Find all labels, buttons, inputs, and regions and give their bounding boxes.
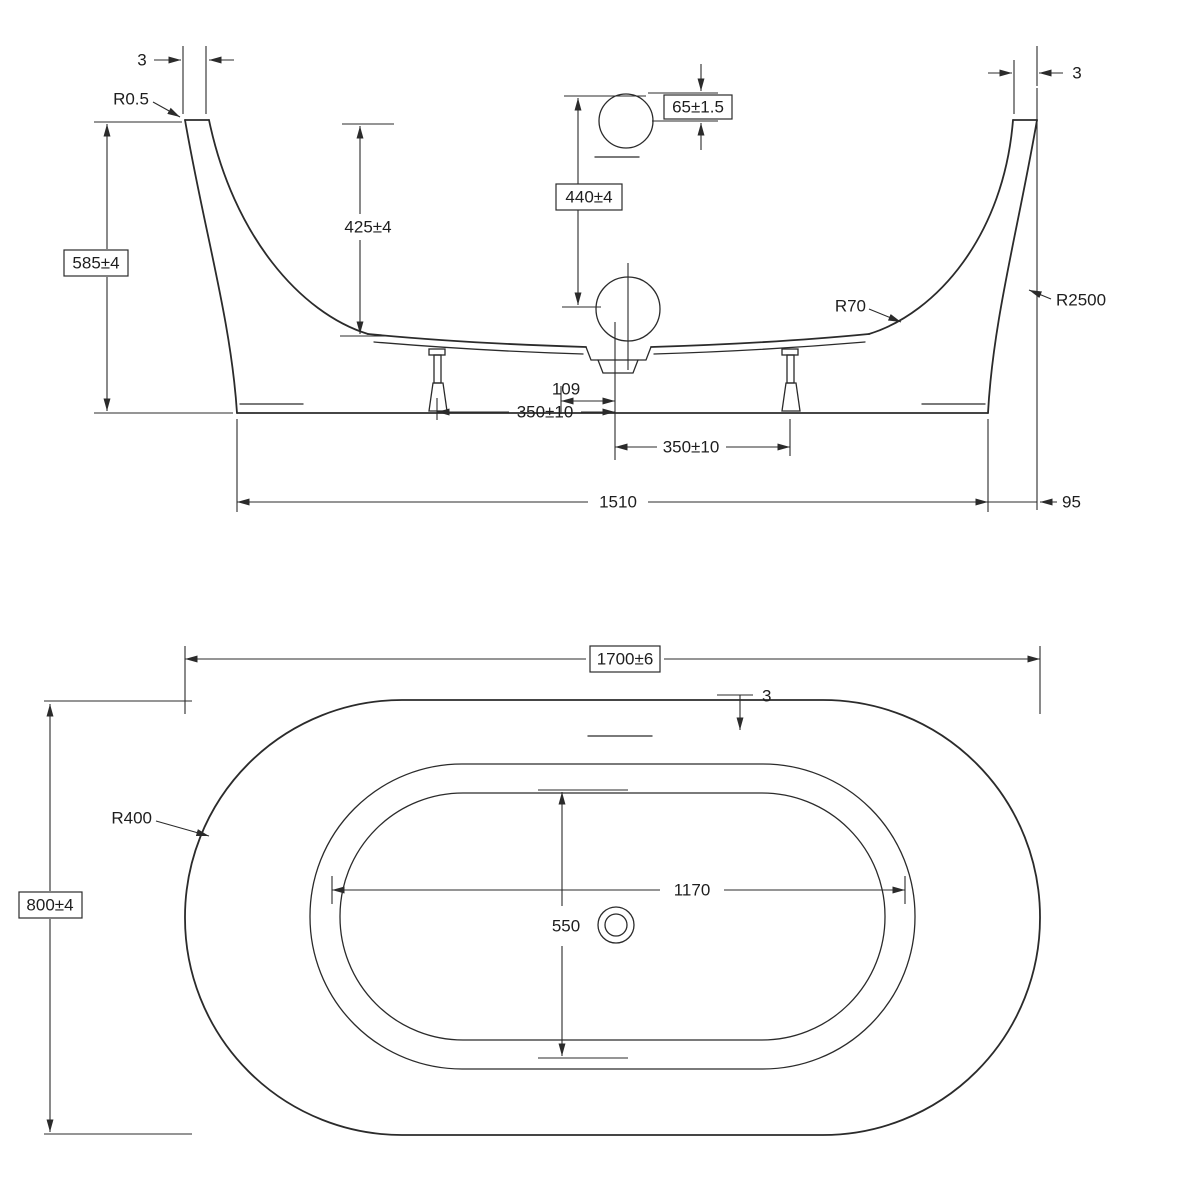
dim-rim-thickness-left: 3 <box>137 46 234 114</box>
outer-wall-right <box>987 119 1038 414</box>
dim-rim-lip: 3 <box>717 687 771 730</box>
leg-foot <box>781 382 801 412</box>
dim-rim-thickness-right-label: 3 <box>1072 64 1081 83</box>
dim-basin-length-label: 1170 <box>674 881 711 900</box>
front-elevation: 3 R0.5 585±4 425±4 <box>63 46 1106 512</box>
dim-overall-width-label: 800±4 <box>26 896 73 915</box>
inner-wall-left <box>208 119 369 335</box>
drain-outer-circle <box>597 906 635 944</box>
leg-bracket <box>428 348 446 356</box>
drain-recess <box>585 346 652 361</box>
dim-leg-span-right: 350±10 <box>615 419 791 457</box>
dim-overall-length-label: 1700±6 <box>597 650 654 669</box>
dim-overall-width: 800±4 <box>18 700 192 1135</box>
dim-basin-length: 1170 <box>331 876 906 904</box>
dim-corner-radius-label: R400 <box>111 809 152 828</box>
basin-rim-outline <box>309 763 916 1070</box>
dim-drain-offset-label: 109 <box>552 380 580 399</box>
faucet-hole-circle <box>598 93 654 149</box>
leg-stem <box>433 354 442 384</box>
dim-rim-to-overflow: 440±4 <box>555 95 646 308</box>
floor-thickness-right <box>653 341 866 355</box>
dim-rim-radius-label: R0.5 <box>113 90 149 109</box>
dim-floor-radius: R70 <box>835 297 902 323</box>
dim-basin-width: 550 <box>538 789 628 1059</box>
dim-rim-thickness-left-label: 3 <box>137 51 146 70</box>
dim-rim-to-floor-label: 425±4 <box>344 218 391 237</box>
outer-wall-left <box>184 119 238 414</box>
floor-left <box>367 333 587 348</box>
dim-rim-radius: R0.5 <box>113 90 181 118</box>
tub-outline <box>184 119 1038 414</box>
dim-overall-height-label: 585±4 <box>72 254 119 273</box>
dim-base-length-label: 1510 <box>599 493 637 512</box>
leg-bracket <box>781 348 799 356</box>
dim-leg-span-right-label: 350±10 <box>663 438 720 457</box>
dim-rim-to-floor: 425±4 <box>340 123 394 337</box>
dim-faucet-hole: 65±1.5 <box>648 64 733 150</box>
drain-inner-circle <box>604 913 628 937</box>
dim-base-length: 1510 <box>236 419 989 512</box>
dim-rim-to-overflow-label: 440±4 <box>565 188 612 207</box>
dim-rim-thickness-right: 3 <box>988 46 1082 114</box>
leg-foot <box>428 382 448 412</box>
dim-leg-span-left-label: 350±10 <box>517 403 574 422</box>
dim-wall-radius-label: R2500 <box>1056 291 1106 310</box>
dim-faucet-hole-label: 65±1.5 <box>672 98 724 117</box>
basin-floor-outline <box>339 792 886 1041</box>
dim-floor-radius-label: R70 <box>835 297 866 316</box>
dim-drain-offset: 109 <box>552 380 615 414</box>
leg-right <box>781 348 801 412</box>
drain-fitting <box>597 359 639 374</box>
dim-leg-span-left: 350±10 <box>436 398 615 422</box>
plan-view: 1700±6 3 R400 800±4 1170 <box>18 645 1041 1136</box>
floor-thickness-left <box>373 341 584 355</box>
dim-overall-height: 585±4 <box>63 121 233 414</box>
dim-overall-length: 1700±6 <box>184 645 1041 714</box>
inner-wall-right <box>868 119 1014 335</box>
outer-rim-outline <box>184 699 1041 1136</box>
dim-base-to-rim-label: 95 <box>1062 493 1081 512</box>
dim-corner-radius: R400 <box>111 809 210 837</box>
dim-wall-radius: R2500 <box>1028 289 1106 310</box>
leg-stem <box>786 354 795 384</box>
dim-basin-width-label: 550 <box>552 917 580 936</box>
leg-left <box>428 348 448 412</box>
dim-rim-lip-label: 3 <box>762 687 771 706</box>
floor-right <box>650 333 870 348</box>
dim-base-to-rim: 95 <box>988 88 1081 512</box>
